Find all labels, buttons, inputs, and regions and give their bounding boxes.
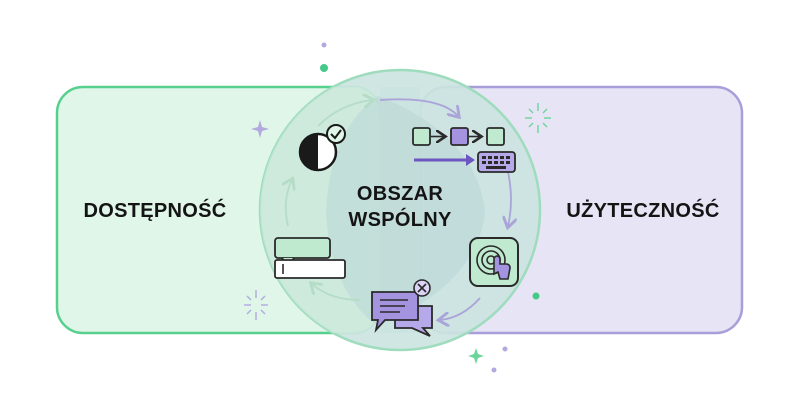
sparkle-icon (468, 348, 484, 364)
sparkle-icon (251, 120, 269, 138)
cycle-arrows-icon (286, 99, 511, 320)
touch-target-icon (469, 237, 519, 287)
intersection-label: OBSZAR WSPÓLNY (320, 181, 480, 233)
decorative-dots (320, 42, 540, 373)
intersection-label-line1: OBSZAR (356, 183, 444, 205)
flow-diagram-icon (412, 127, 505, 146)
chat-message-icon (371, 279, 433, 337)
contrast-check-icon (298, 124, 346, 172)
usability-label: UŻYTECZNOŚĆ (566, 200, 720, 222)
sparkle-icon (525, 103, 551, 133)
intersection-lens (326, 96, 485, 326)
sparkle-icon (244, 290, 268, 320)
intersection-label-line2: WSPÓLNY (348, 209, 452, 231)
accessibility-label: DOSTĘPNOŚĆ (83, 200, 227, 222)
keyboard-icon (414, 151, 516, 173)
form-field-icon (274, 237, 346, 279)
